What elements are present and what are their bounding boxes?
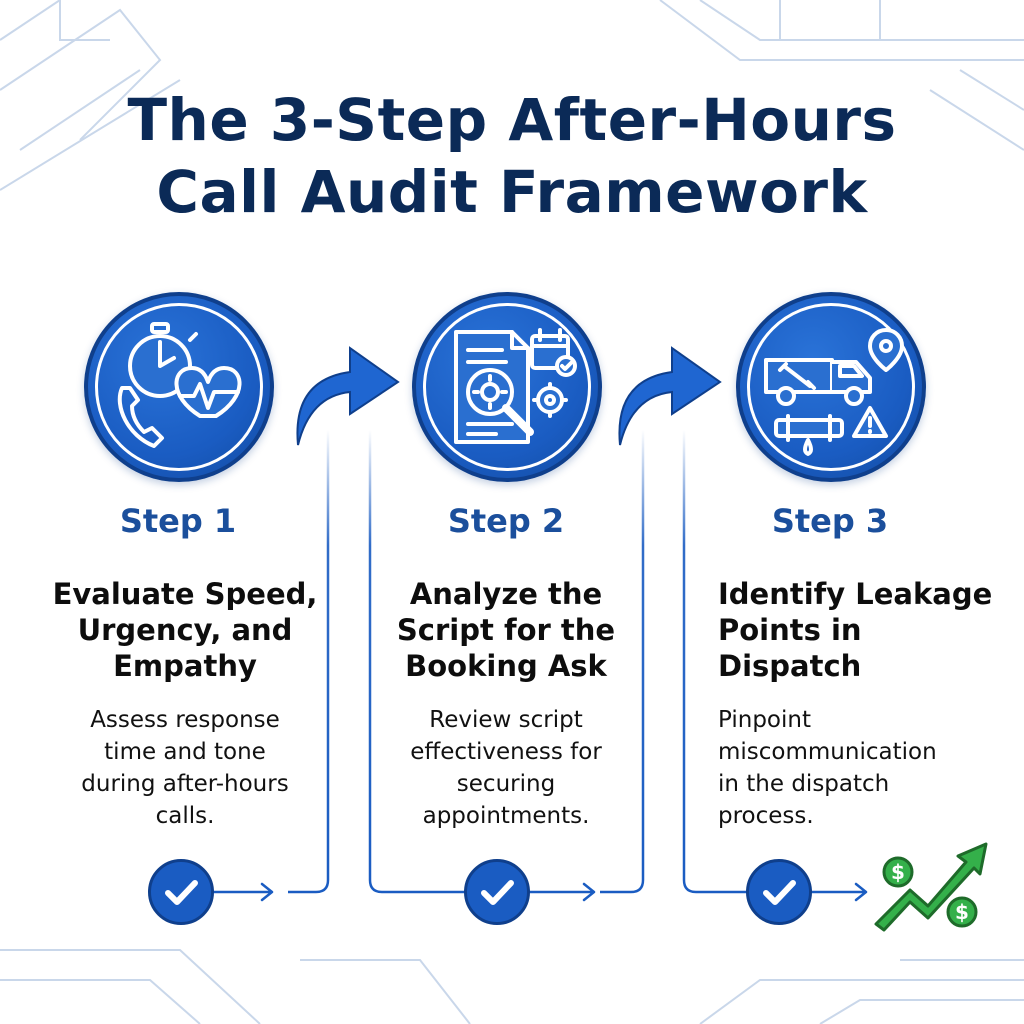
small-arrow-2 (528, 882, 596, 902)
step-1-description-line: during after-hours (81, 771, 289, 797)
step-2-description: Review script effectiveness for securing… (376, 704, 636, 832)
step-1-heading: Evaluate Speed, Urgency, and Empathy (50, 576, 320, 684)
step-3-icon-circle (736, 292, 926, 482)
van-location-pipe-warning-icon (764, 328, 904, 456)
step-1-description-line: Assess response (90, 707, 280, 733)
step-1-icon-circle (84, 292, 274, 482)
step-2-description-line: Review script (429, 707, 583, 733)
step-3-label: Step 3 (771, 502, 889, 540)
step-2-heading-line: Script for the (396, 613, 616, 647)
step-2-heading-line: Booking Ask (405, 649, 607, 683)
step-3-heading-line: Dispatch (718, 649, 862, 683)
small-arrow-1 (212, 882, 274, 902)
step-1-heading-line: Urgency, and (77, 613, 293, 647)
step-3-description-line: process. (718, 803, 814, 829)
growth-arrow-dollar-icon: $ $ (874, 842, 988, 932)
step-3-description-line: Pinpoint (718, 707, 811, 733)
svg-text:$: $ (891, 860, 905, 884)
document-magnifier-gear-calendar-icon (454, 328, 577, 444)
step-3-heading-line: Points in (718, 613, 862, 647)
connector-line-4 (682, 430, 748, 894)
step-2-label: Step 2 (447, 502, 565, 540)
step-2-description-line: securing (456, 771, 556, 797)
step-2-description-line: effectiveness for (410, 739, 602, 765)
step-2-icon-circle (412, 292, 602, 482)
connector-line-2 (368, 430, 470, 894)
curved-arrow-1 (296, 346, 400, 446)
step-3-description-line: in the dispatch (718, 771, 890, 797)
step-2-description-line: appointments. (422, 803, 590, 829)
svg-text:$: $ (955, 900, 969, 924)
step-2-heading: Analyze the Script for the Booking Ask (376, 576, 636, 684)
step-3-description-line: miscommunication (718, 739, 937, 765)
title-line-2: Call Audit Framework (156, 158, 868, 226)
page-title: The 3-Step After-Hours Call Audit Framew… (0, 84, 1024, 228)
step-1-description-line: calls. (155, 803, 215, 829)
step-3-description: Pinpoint miscommunication in the dispatc… (718, 704, 1008, 832)
title-line-1: The 3-Step After-Hours (127, 86, 897, 154)
step-2-heading-line: Analyze the (409, 577, 603, 611)
step-1-check-icon (148, 859, 214, 925)
connector-line-3 (600, 430, 645, 894)
step-1-heading-line: Empathy (113, 649, 257, 683)
connector-line-1 (288, 430, 330, 894)
step-1-heading-line: Evaluate Speed, (52, 577, 318, 611)
step-1-description-line: time and tone (104, 739, 266, 765)
curved-arrow-2 (618, 346, 722, 446)
stopwatch-heartbeat-phone-icon (117, 322, 242, 448)
step-3-heading: Identify Leakage Points in Dispatch (718, 576, 1018, 684)
step-1-description: Assess response time and tone during aft… (50, 704, 320, 832)
step-3-heading-line: Identify Leakage (718, 577, 993, 611)
step-1-label: Step 1 (119, 502, 237, 540)
step-3-check-icon (746, 859, 812, 925)
small-arrow-3 (810, 882, 868, 902)
step-2-check-icon (464, 859, 530, 925)
